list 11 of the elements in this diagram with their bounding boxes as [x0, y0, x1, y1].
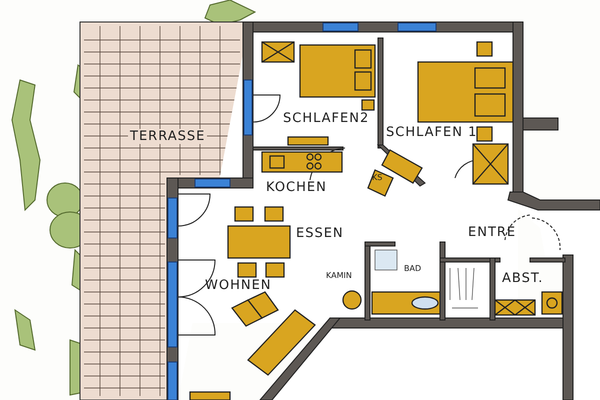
room-label: WOHNEN	[205, 279, 272, 292]
room-label: ESSEN	[296, 227, 344, 240]
room-label: KOCHEN	[266, 181, 327, 194]
room-label: ABST.	[502, 272, 544, 285]
room-label: KS	[372, 174, 382, 182]
room-label: BAD	[404, 265, 422, 273]
room-label: ENTRE	[468, 226, 516, 239]
room-label: SCHLAFEN2	[283, 112, 370, 125]
room-label: TERRASSE	[128, 129, 208, 144]
room-label: KAMIN	[326, 272, 352, 280]
room-label: SCHLAFEN 1	[386, 126, 478, 139]
